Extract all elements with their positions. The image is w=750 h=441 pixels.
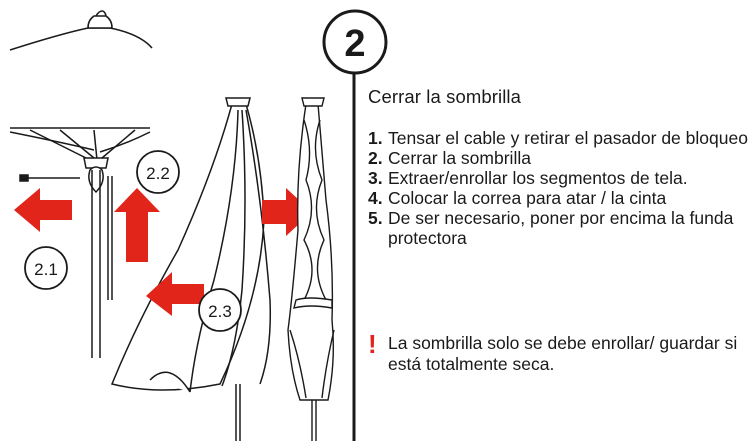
item-text: Cerrar la sombrilla [388,148,531,168]
instruction-list: 1. Tensar el cable y retirar el pasador … [368,128,748,248]
arrow-left-2-3 [146,272,204,316]
item-text: De ser necesario, poner por encima la fu… [388,208,734,248]
callout-2-1-label: 2.1 [34,260,58,279]
step-badge [322,9,388,75]
instruction-item: 1. Tensar el cable y retirar el pasador … [368,128,748,148]
warning-icon: ! [368,329,377,359]
arrow-right [262,188,312,236]
warning-text: La sombrilla solo se debe enrollar/ guar… [388,333,738,374]
callout-2-2: 2.2 [114,150,180,262]
item-text: Tensar el cable y retirar el pasador de … [388,128,748,148]
item-number: 5. [368,208,383,228]
callout-2-1: 2.1 [14,188,72,290]
closing-umbrella [110,97,272,441]
arrow-up-2-2 [114,188,160,262]
item-number: 4. [368,188,383,208]
instruction-item: 4. Colocar la correa para atar / la cint… [368,188,748,208]
item-number: 2. [368,148,383,168]
section-title: Cerrar la sombrilla [368,86,522,107]
open-umbrella-top [9,10,153,51]
item-text: Colocar la correa para atar / la cinta [388,188,667,208]
instruction-item: 2. Cerrar la sombrilla [368,148,748,168]
item-text: Extraer/enrollar los segmentos de tela. [388,168,688,188]
warning-note: ! La sombrilla solo se debe enrollar/ gu… [368,329,738,375]
closed-umbrella [287,97,335,441]
callout-2-3: 2.3 [146,272,242,332]
instruction-item: 5. De ser necesario, poner por encima la… [368,208,748,248]
item-number: 1. [368,128,383,148]
item-number: 3. [368,168,383,188]
arrow-left-2-1 [14,188,72,232]
callout-2-2-label: 2.2 [146,164,170,183]
instruction-item: 3. Extraer/enrollar los segmentos de tel… [368,168,748,188]
umbrella-hub-detail [9,127,151,358]
callout-2-3-label: 2.3 [208,302,232,321]
step-number: 2 [344,23,365,65]
